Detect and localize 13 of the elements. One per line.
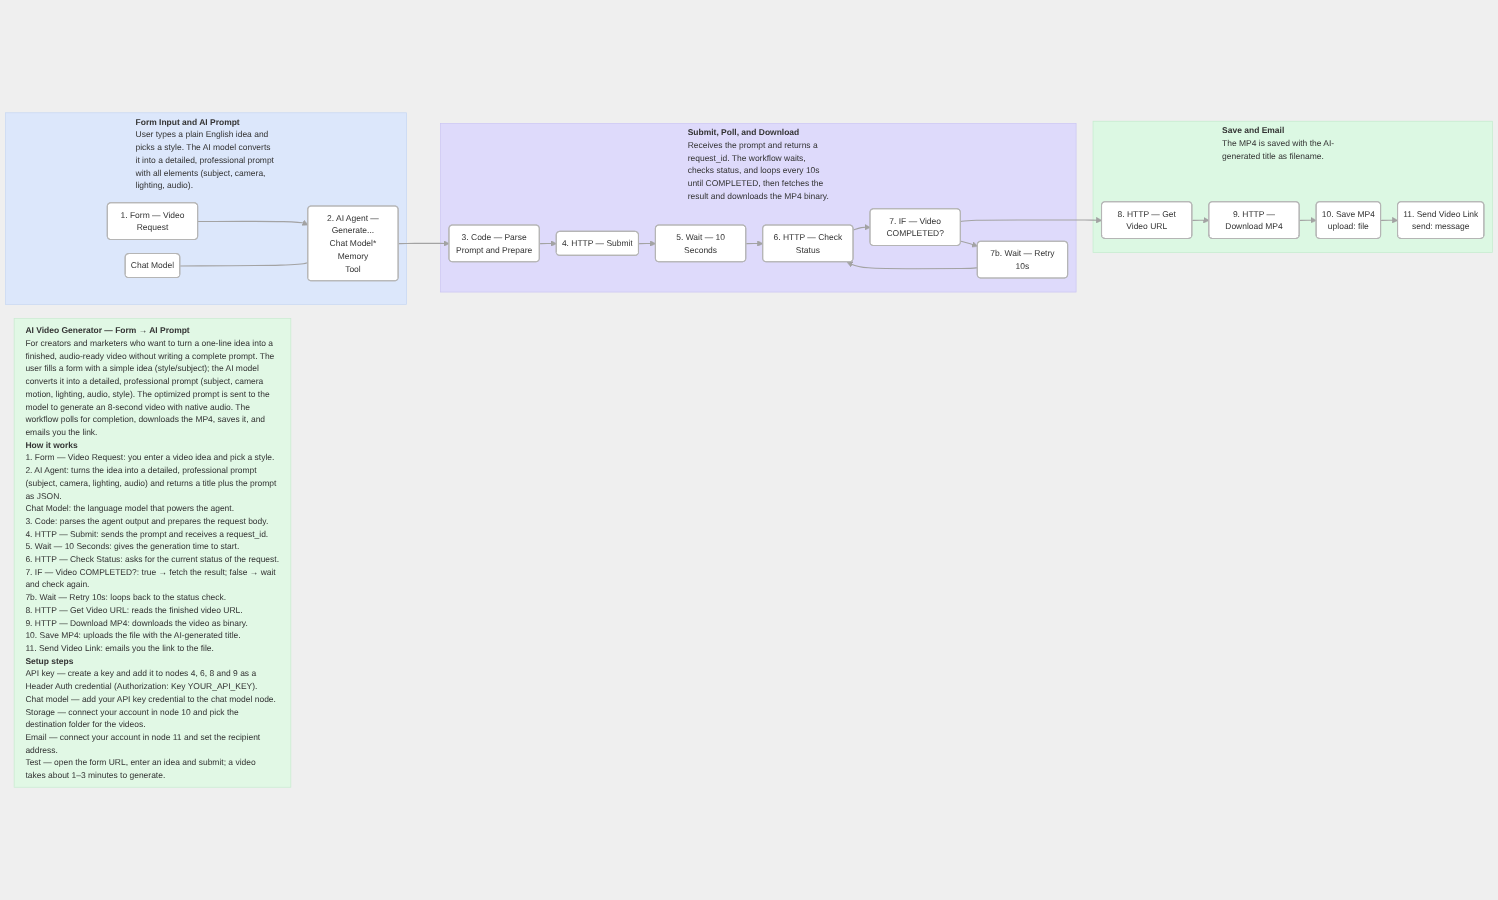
arrow	[745, 240, 764, 247]
arrow	[1380, 217, 1399, 224]
arrow	[397, 240, 450, 247]
arrow	[1191, 217, 1210, 224]
connector	[179, 261, 309, 267]
arrow	[846, 261, 979, 270]
arrow	[638, 240, 657, 247]
arrow	[960, 240, 978, 248]
arrow	[539, 240, 557, 247]
arrow	[197, 219, 309, 226]
arrow	[1299, 217, 1317, 224]
arrow	[960, 217, 1103, 224]
arrow	[852, 224, 871, 231]
